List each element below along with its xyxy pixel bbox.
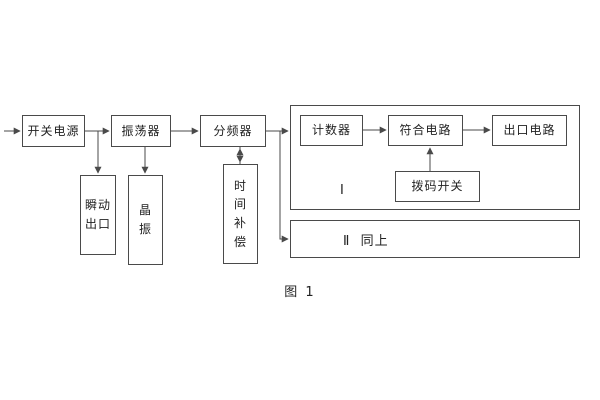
instantaneous-output-box: 瞬动 出口 — [80, 175, 116, 255]
time-compensation-box: 时 间 补 偿 — [223, 164, 258, 264]
coincidence-circuit-box: 符合电路 — [388, 115, 463, 146]
crystal-oscillator-box: 晶 振 — [128, 175, 163, 265]
power-supply-box: 开关电源 — [22, 115, 85, 147]
group-2-label: Ⅱ 同上 — [343, 234, 389, 249]
figure-caption: 图 1 — [284, 285, 316, 300]
group-2-box — [290, 220, 580, 258]
group-1-box — [290, 105, 580, 210]
oscillator-box: 振荡器 — [111, 115, 171, 147]
group-1-label: Ⅰ — [340, 183, 345, 198]
frequency-divider-box: 分频器 — [200, 115, 266, 147]
dip-switch-box: 拨码开关 — [395, 171, 480, 202]
counter-box: 计数器 — [300, 115, 363, 146]
output-circuit-box: 出口电路 — [492, 115, 567, 146]
